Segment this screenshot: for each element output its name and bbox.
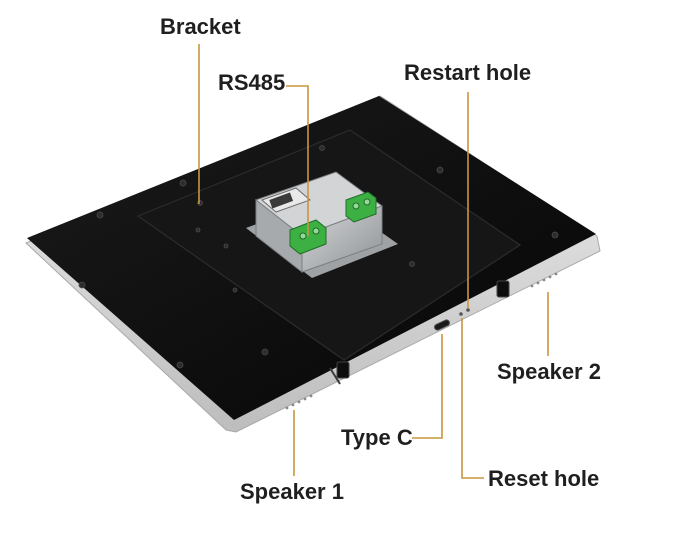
power-terminal-block <box>345 191 377 223</box>
leader-reset <box>461 318 484 479</box>
bracket-edge <box>329 367 341 385</box>
leader-rs485 <box>286 85 309 236</box>
label-speaker-1: Speaker 1 <box>240 479 344 504</box>
label-type-c: Type C <box>341 425 413 450</box>
rs485-terminal-block <box>289 219 327 255</box>
speaker-2-grille <box>530 272 558 288</box>
speaker-1-grille <box>285 394 313 410</box>
label-restart-hole: Restart hole <box>404 60 532 85</box>
screw-holes <box>78 145 559 369</box>
bracket-clip-right <box>496 280 510 298</box>
bracket-clip-left <box>336 361 350 379</box>
label-bracket: Bracket <box>160 14 241 39</box>
label-speaker-2: Speaker 2 <box>497 359 601 384</box>
label-reset-hole: Reset hole <box>488 466 600 491</box>
restart-hole <box>466 308 470 312</box>
rs485-module <box>254 171 384 274</box>
reset-hole <box>459 312 463 316</box>
leader-lines <box>198 44 549 479</box>
leader-typec <box>412 334 443 439</box>
label-rs485: RS485 <box>218 70 286 95</box>
type-c-port <box>433 319 451 331</box>
